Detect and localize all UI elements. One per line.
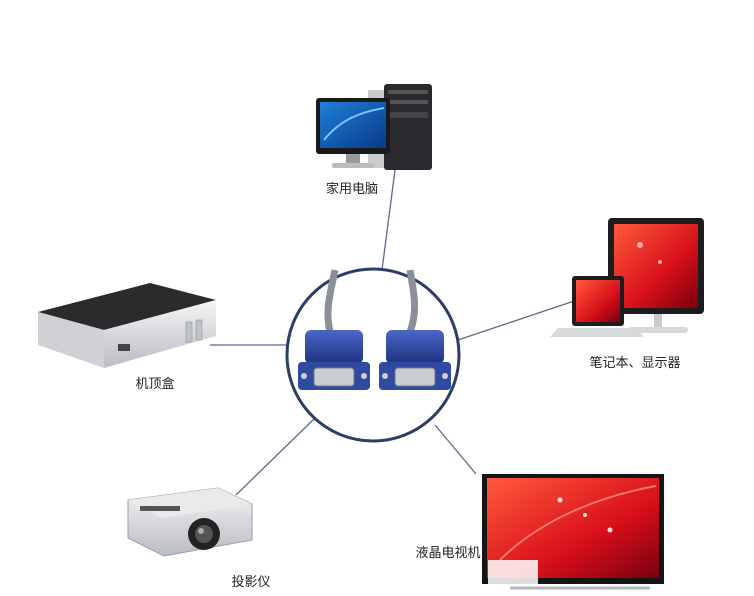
tv-label: 液晶电视机	[415, 546, 480, 561]
stb-label: 机顶盒	[135, 376, 174, 392]
projector-label: 投影仪	[231, 574, 270, 590]
laptop-monitor-image	[550, 218, 704, 337]
line-to-projector	[236, 418, 315, 495]
projector-image	[128, 488, 252, 556]
lcd-tv-image	[482, 474, 664, 588]
line-to-tv	[435, 425, 476, 474]
pc-label: 家用电脑	[326, 181, 378, 197]
line-to-pc	[382, 170, 395, 270]
desktop-pc-image	[316, 84, 432, 170]
set-top-box-image	[38, 283, 216, 368]
laptop-label: 笔记本、显示器	[589, 355, 680, 371]
center-vga-cable	[287, 269, 459, 441]
